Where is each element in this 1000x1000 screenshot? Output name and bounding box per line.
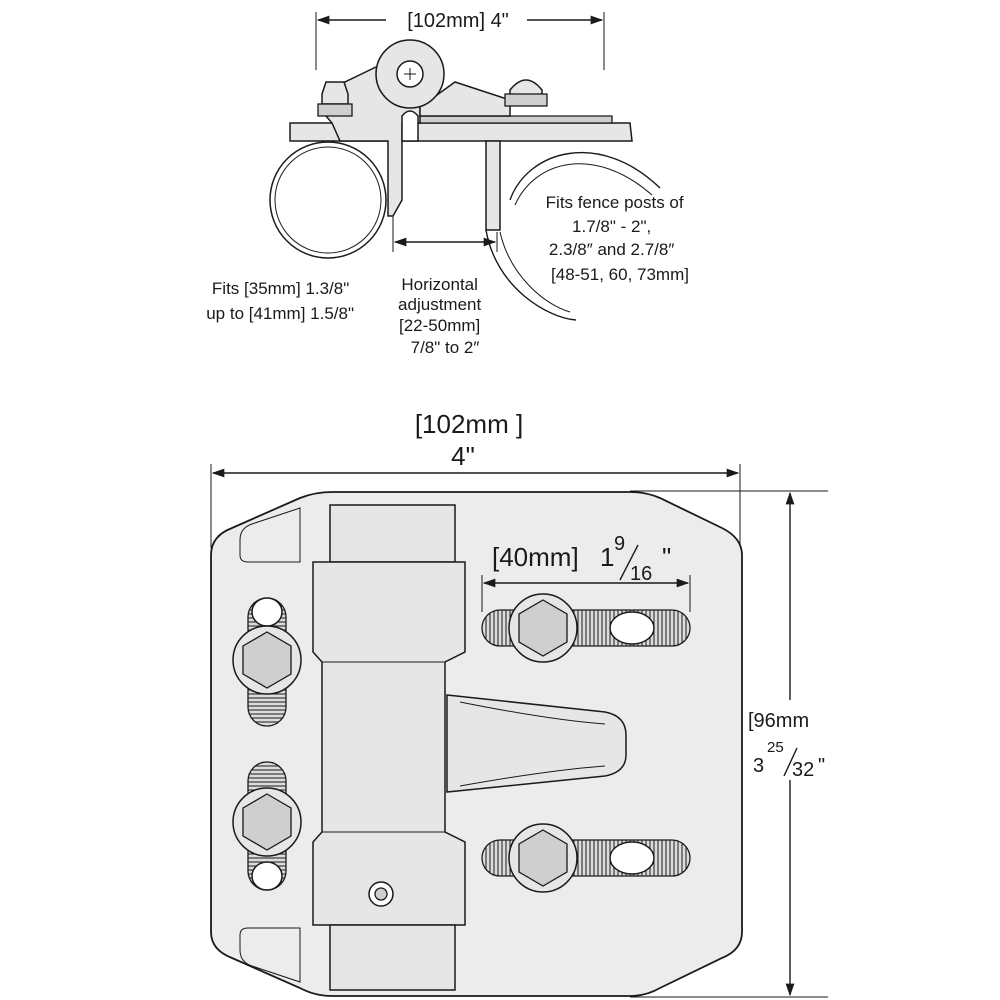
clamp-leg-right [485, 140, 501, 231]
height-numerator-label: 25 [767, 739, 784, 756]
large-post-arc-inner-lower [499, 231, 571, 313]
left-bottom-recess [239, 927, 301, 983]
large-post-arc-inner-upper [514, 163, 653, 206]
hinge-slot [401, 110, 419, 142]
front-view: [102mm ] 4" [96mm 3 25 32 " [210, 409, 832, 998]
small-post-inner [274, 146, 382, 254]
height-denominator-label: 32 [792, 759, 814, 781]
slot-whole-label: 1 [600, 542, 614, 572]
slot-label-backdrop [490, 530, 680, 578]
left-upper-slot-end [251, 597, 283, 627]
slot-numerator-label: 9 [614, 533, 625, 555]
knuckle-top-cap [329, 504, 456, 563]
right-lower-slot-window [609, 841, 655, 875]
height-fraction-bar [783, 747, 798, 777]
front-width-in-label: 4" [451, 441, 475, 471]
slot-mm-label: [40mm] [492, 542, 579, 572]
small-post-outer [269, 141, 387, 259]
slot-unit-label: " [662, 542, 671, 572]
height-label-backdrop [742, 700, 832, 780]
large-post-arc-outer-upper [509, 152, 661, 201]
knuckle-barrel [312, 561, 466, 926]
right-fit-label: Fits fence posts of 1.7/8" - 2", 2.3/8″ … [546, 193, 689, 284]
knuckle-bottom-cap [329, 924, 456, 991]
slot-fraction-bar [619, 544, 639, 581]
left-upper-bolt-head [242, 631, 292, 689]
nut-right-washer [504, 93, 548, 107]
right-lower-bolt-head [518, 829, 568, 887]
left-fit-label: Fits [35mm] 1.3/8" up to [41mm] 1.5/8" [206, 279, 354, 323]
slot-denominator-label: 16 [630, 563, 652, 585]
nut-left [321, 81, 349, 105]
left-lower-slot-end [251, 861, 283, 891]
top-view: [102mm] 4" Fits [35 [206, 10, 689, 357]
height-mm-label: [96mm [748, 710, 809, 732]
phillips-cross [404, 68, 416, 80]
barrel-screw-inner [374, 887, 388, 901]
left-top-recess [239, 507, 301, 563]
latch-tongue-contour [459, 701, 606, 787]
adjustment-label: Horizontal adjustment [22-50mm] 7/8" to … [398, 275, 486, 357]
height-unit-label: " [818, 755, 825, 777]
top-width-label: [102mm] 4" [407, 10, 509, 32]
right-upper-slot-window [609, 611, 655, 645]
right-upper-bolt-head [518, 599, 568, 657]
left-lower-bolt-head [242, 793, 292, 851]
front-width-mm-label: [102mm ] [415, 409, 523, 439]
height-whole-label: 3 [753, 755, 764, 777]
large-post-arc-outer-lower [485, 229, 577, 321]
nut-left-washer [317, 103, 353, 117]
